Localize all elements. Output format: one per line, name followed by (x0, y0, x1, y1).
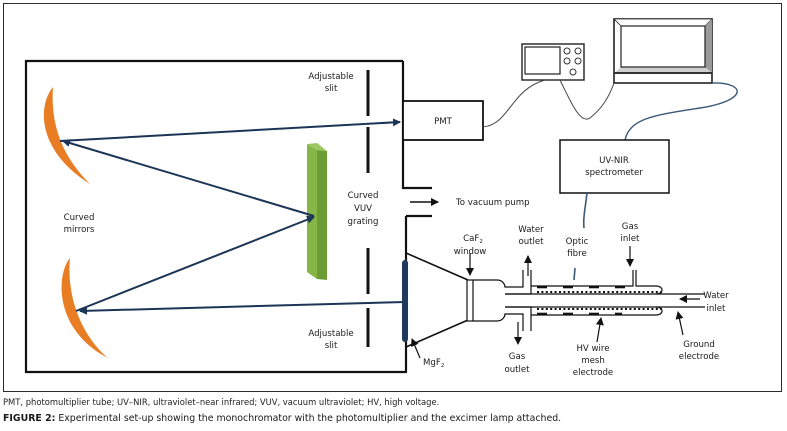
figure-caption: FIGURE 2: Experimental set-up showing th… (3, 413, 561, 424)
water-outlet-label-1: Water (518, 225, 544, 235)
light-path (59, 118, 406, 315)
mgf2-main: MgF (423, 358, 441, 368)
curved-mirrors-label-2: mirrors (64, 225, 95, 235)
water-inlet-label-2: inlet (707, 304, 727, 314)
gas-outlet-label-1: Gas (509, 352, 526, 362)
flow-arrows (411, 246, 700, 359)
adjustable-slit-bottom-label-2: slit (325, 341, 338, 351)
uv-nir-spectrometer[interactable] (559, 139, 670, 194)
figure-caption-text: Experimental set-up showing the monochro… (55, 413, 562, 424)
oscilloscope (521, 43, 585, 81)
optic-fibre-to-lamp (573, 192, 588, 281)
hv-electrode-label-2: mesh (581, 356, 605, 366)
grating-label-2: VUV (354, 204, 372, 214)
optic-fibre-cable (624, 82, 738, 141)
caf2-main: CaF (463, 234, 479, 244)
mgf2-sub: 2 (441, 363, 445, 369)
gas-inlet-label-2: inlet (621, 234, 641, 244)
caf2-window-label: CaF2 (463, 234, 483, 245)
signal-cables (482, 79, 615, 128)
lamp-funnel (405, 252, 469, 348)
grating-label-3: grating (348, 217, 379, 227)
curved-mirror-bottom (61, 258, 108, 358)
spectrometer-label-line2: spectrometer (585, 168, 643, 178)
grating-label-1: Curved (348, 191, 379, 201)
hv-electrode-label-3: electrode (573, 368, 613, 378)
mgf2-label: MgF2 (423, 358, 444, 369)
hv-electrode-label-1: HV wire (576, 344, 609, 354)
ground-electrode (537, 291, 662, 310)
caf2-window-label-2: window (454, 247, 487, 257)
gas-inlet-label-1: Gas (622, 222, 639, 232)
pmt-label: PMT (434, 117, 453, 127)
hv-wire-mesh-electrode (537, 285, 625, 316)
figure-label: FIGURE 2: (3, 413, 56, 424)
experimental-setup-diagram: PMT To vacuum pump UV-NIR spectrometer (24, 18, 738, 378)
curved-mirror-top (43, 87, 90, 184)
adjustable-slit-bottom-label-1: Adjustable (308, 329, 353, 339)
spectrometer-label-line1: UV-NIR (599, 156, 629, 166)
excimer-lamp (473, 270, 705, 331)
water-outlet-label-2: outlet (518, 237, 544, 247)
figure-abbreviations: PMT, photomultiplier tube; UV–NIR, ultra… (3, 397, 440, 407)
optic-fibre-label-2: fibre (567, 249, 587, 259)
pmt-box[interactable] (402, 100, 484, 141)
mgf2-window (402, 260, 408, 342)
optic-fibre-label-1: Optic (566, 237, 589, 247)
computer-monitor (613, 18, 713, 84)
curved-mirrors-label-1: Curved (64, 213, 95, 223)
figure-frame (3, 3, 782, 392)
to-vacuum-pump-label: To vacuum pump (455, 198, 530, 208)
vuv-grating (307, 143, 327, 280)
caf2-window (466, 279, 474, 322)
water-inlet-label-1: Water (703, 291, 729, 301)
ground-electrode-label-1: Ground (683, 340, 715, 350)
gas-outlet-label-2: outlet (504, 365, 530, 375)
adjustable-slit-top-label-1: Adjustable (308, 72, 353, 82)
ground-electrode-label-2: electrode (679, 352, 719, 362)
adjustable-slit-top-label-2: slit (325, 84, 338, 94)
caf2-sub: 2 (479, 239, 483, 245)
